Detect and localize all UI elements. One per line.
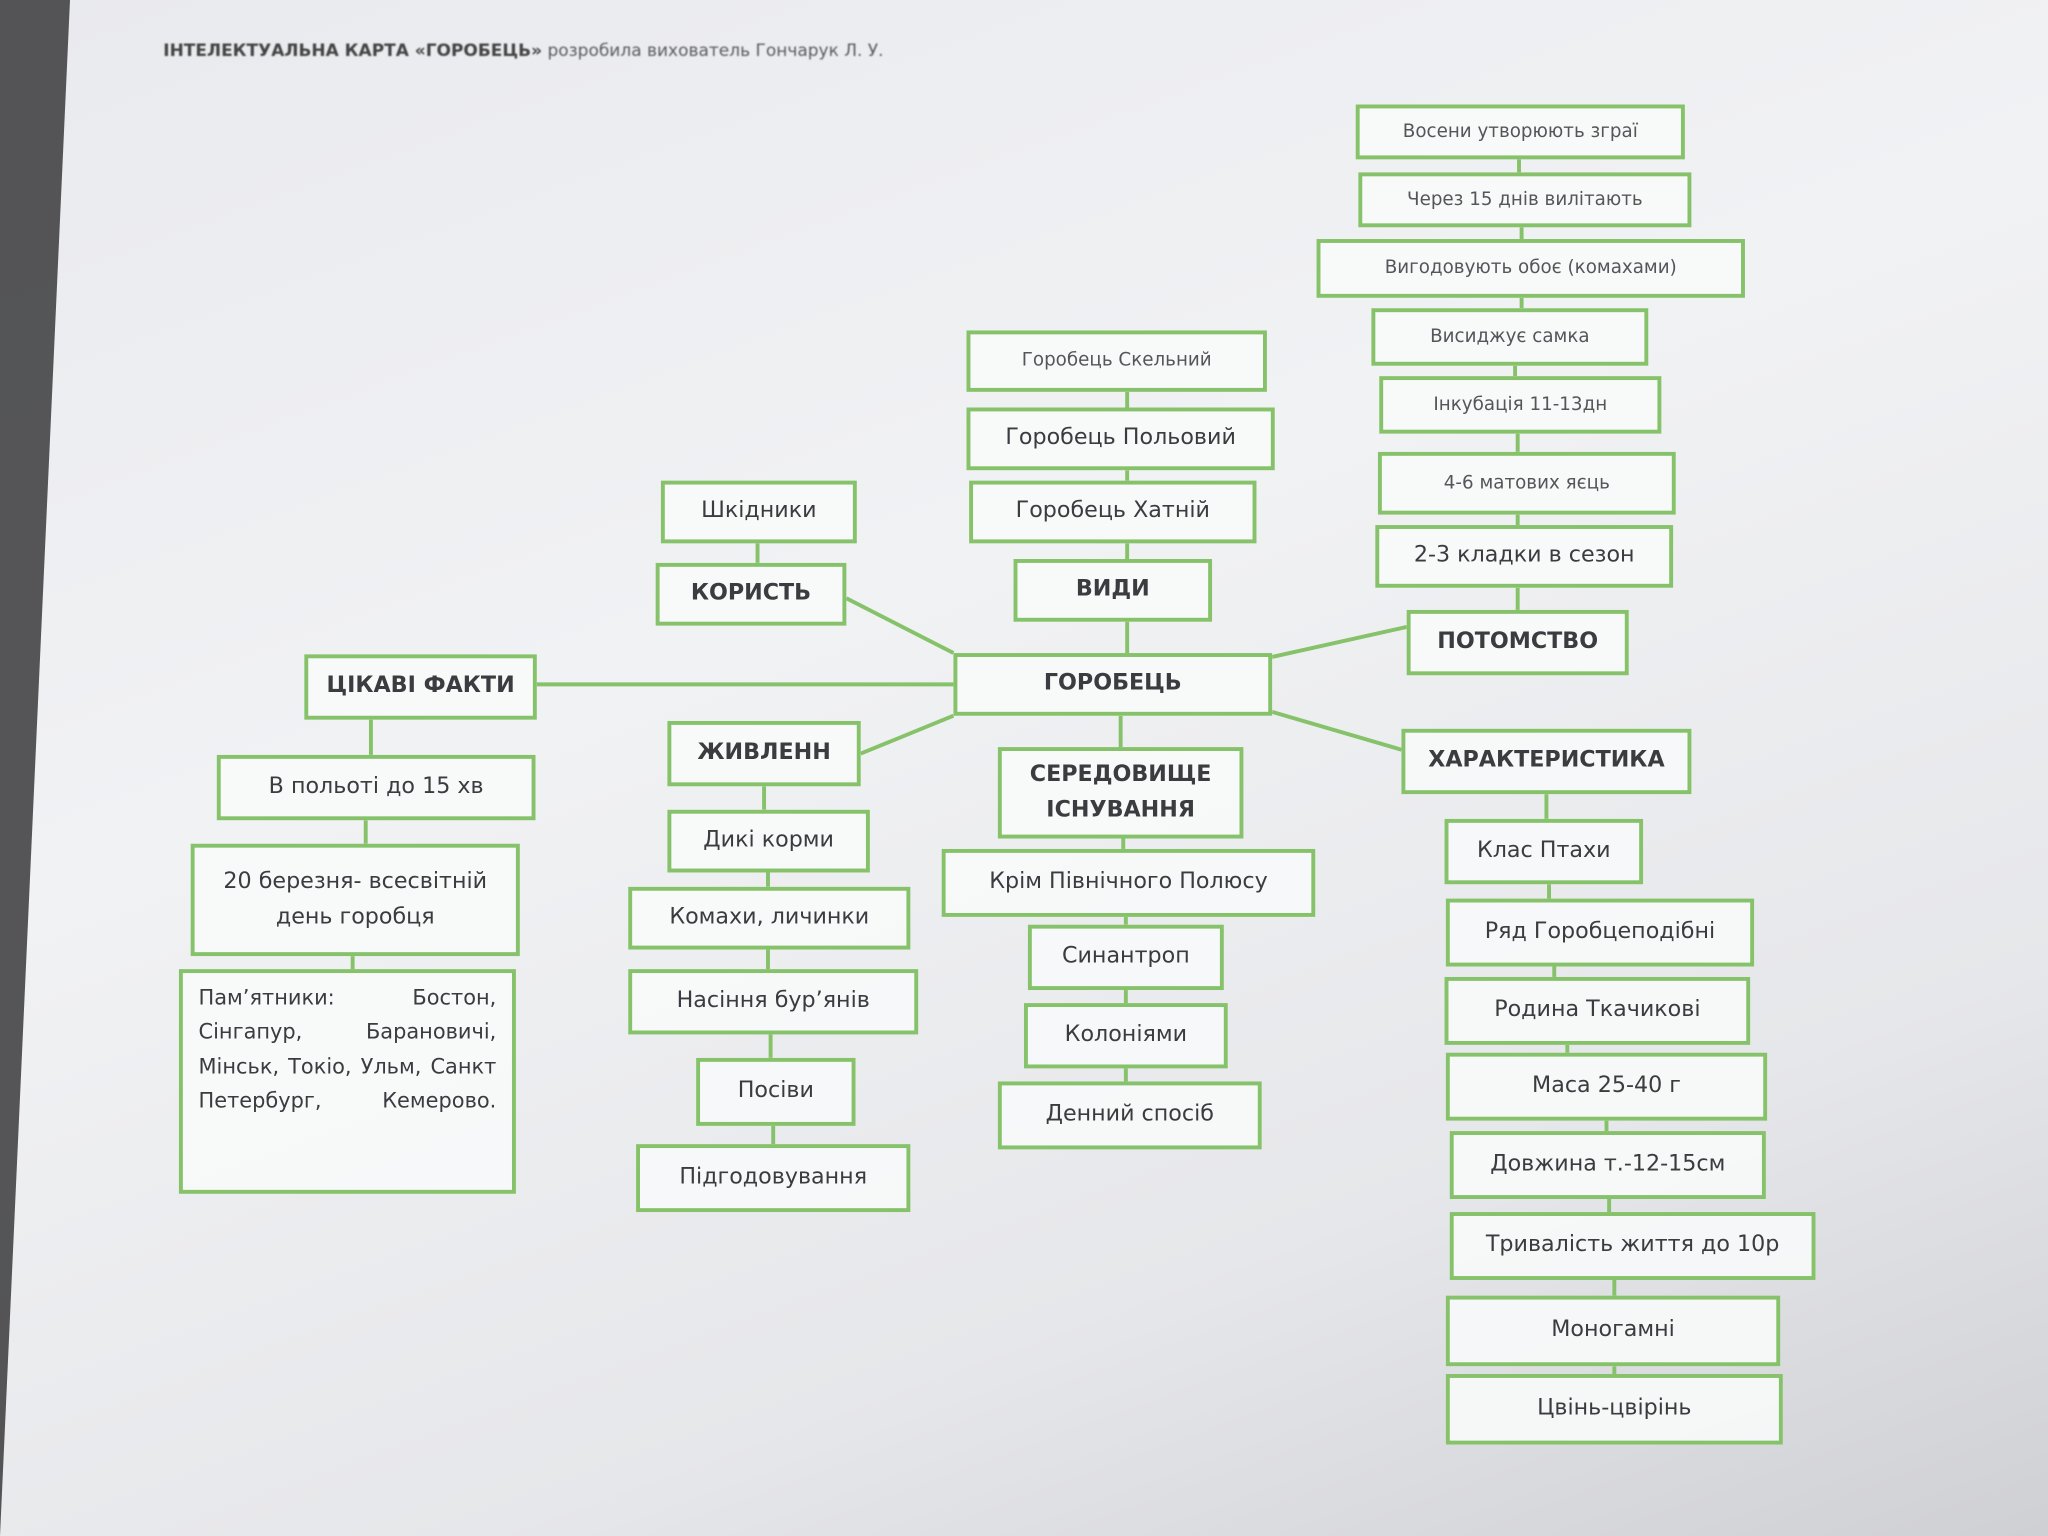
category-seredovyshche: СЕРЕДОВИЩЕ ІСНУВАННЯ	[997, 747, 1244, 839]
seredovyshche-item: Синантроп	[1027, 924, 1224, 991]
category-fakty: ЦІКАВІ ФАКТИ	[304, 654, 537, 720]
vydy-item: Горобець Скельний	[966, 330, 1267, 392]
potomstvo-item: Через 15 днів вилітають	[1358, 172, 1692, 228]
photo-shadow	[0, 0, 70, 1536]
zhyvlennia-item: Підгодовування	[636, 1144, 911, 1213]
header-subtitle: розробила вихователь Гончарук Л. У.	[547, 41, 884, 62]
potomstvo-item: Висиджує самка	[1371, 308, 1649, 366]
zhyvlennia-item: Дикі корми	[667, 809, 870, 873]
kharakterystyka-item: Тривалість життя до 10р	[1449, 1212, 1816, 1280]
fakty-item: Пам’ятники: Бостон, Сінгапур, Барановичі…	[178, 969, 516, 1194]
potomstvo-item: 2-3 кладки в сезон	[1375, 525, 1674, 588]
kharakterystyka-item: Ряд Горобцеподібні	[1445, 898, 1755, 967]
kharakterystyka-item: Моногамні	[1445, 1295, 1781, 1367]
fakty-item: В польоті до 15 хв	[216, 754, 536, 821]
central-node: ГОРОБЕЦЬ	[953, 653, 1273, 716]
seredovyshche-item: Денний спосіб	[997, 1081, 1262, 1150]
category-zhyvlennia: ЖИВЛЕНН	[667, 720, 861, 787]
seredovyshche-item: Крім Північного Полюсу	[941, 848, 1316, 917]
document-header: ІНТЕЛЕКТУАЛЬНА КАРТА «ГОРОБЕЦЬ» розробил…	[163, 42, 883, 62]
vydy-item: Горобець Польовий	[966, 407, 1275, 471]
vydy-item: Горобець Хатній	[969, 480, 1257, 544]
potomstvo-item: Інкубація 11-13дн	[1379, 376, 1662, 434]
category-potomstvo: ПОТОМСТВО	[1406, 609, 1629, 676]
zhyvlennia-item: Насіння бур’янів	[628, 969, 919, 1035]
kharakterystyka-item: Довжина т.-12-15см	[1449, 1131, 1766, 1199]
zhyvlennia-item: Посіви	[696, 1057, 856, 1126]
header-title: ІНТЕЛЕКТУАЛЬНА КАРТА «ГОРОБЕЦЬ»	[163, 41, 543, 62]
fakty-item: 20 березня- всесвітній день горобця	[190, 843, 520, 957]
kharakterystyka-item: Клас Птахи	[1444, 818, 1644, 885]
kharakterystyka-item: Родина Ткачикові	[1444, 976, 1751, 1045]
category-vydy: ВИДИ	[1013, 559, 1213, 622]
zhyvlennia-item: Комахи, личинки	[628, 886, 911, 950]
potomstvo-item: Вигодовують обоє (комахами)	[1316, 239, 1745, 298]
kharakterystyka-item: Маса 25-40 г	[1445, 1052, 1768, 1121]
potomstvo-item: 4-6 матових яєць	[1377, 451, 1676, 515]
category-koryst: КОРИСТЬ	[655, 562, 847, 626]
seredovyshche-item: Колоніями	[1023, 1003, 1228, 1069]
potomstvo-item: Восени утворюють зграї	[1355, 104, 1685, 160]
kharakterystyka-item: Цвінь-цвірінь	[1445, 1374, 1783, 1445]
koryst-item: Шкідники	[660, 480, 857, 544]
category-kharakterystyka: ХАРАКТЕРИСТИКА	[1401, 728, 1692, 795]
